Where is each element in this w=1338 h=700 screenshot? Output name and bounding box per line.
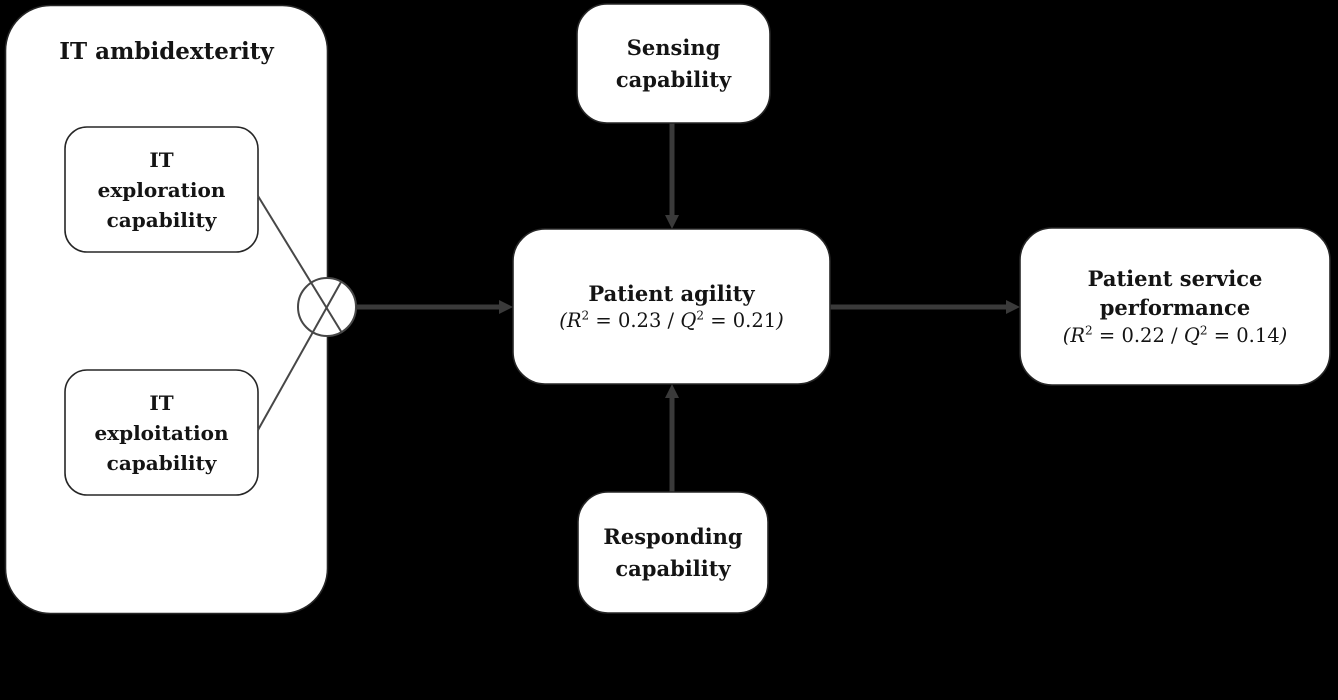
it-ambidexterity-box: [4, 4, 329, 615]
it-exploration-box: [64, 126, 259, 253]
exploitation-to-interaction-line: [257, 281, 342, 431]
sensing-capability-box: [576, 3, 771, 124]
it-exploitation-box: [64, 369, 259, 496]
responding-capability-box: [577, 491, 769, 614]
responding-to-agility-arrowhead: [665, 384, 679, 398]
patient-agility-box: [512, 228, 831, 385]
patient-service-performance-box: [1019, 227, 1331, 386]
agility-to-performance-arrowhead: [1006, 300, 1020, 314]
exploration-to-interaction-line: [257, 195, 343, 334]
interaction-to-agility-arrowhead: [499, 300, 513, 314]
sensing-to-agility-arrowhead: [665, 215, 679, 229]
